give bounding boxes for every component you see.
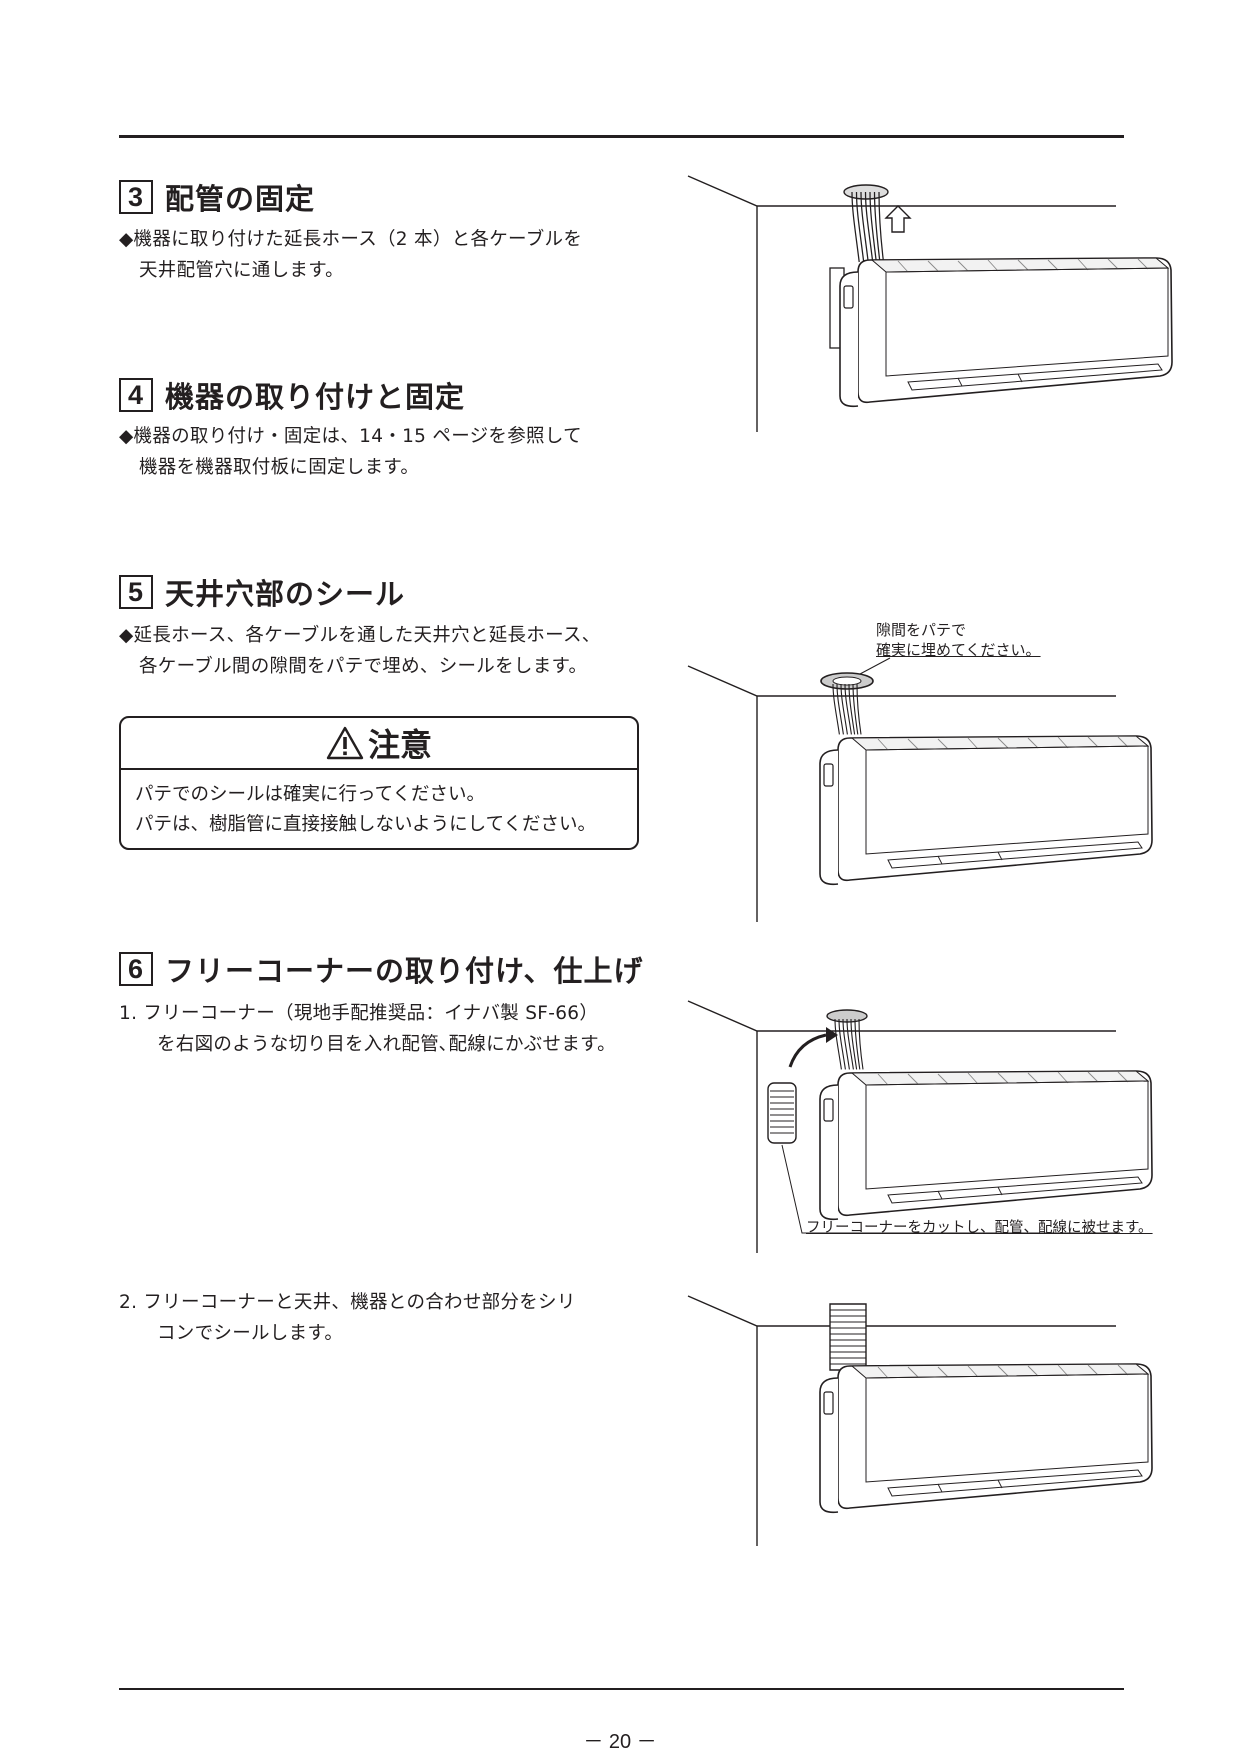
section-5-title: 5 天井穴部のシール: [119, 571, 405, 613]
paragraph-line: 機器を機器取付板に固定します。: [139, 457, 420, 478]
bottom-rule: [119, 1688, 1124, 1690]
section-3-title: 3 配管の固定: [119, 176, 315, 218]
callout-line: フリーコーナーをカットし、配管、配線に被せます。: [806, 1220, 1153, 1236]
caution-title: 注意: [367, 726, 432, 764]
paragraph-line: 1. フリーコーナー（現地手配推奨品：イナバ製 SF-66）: [119, 1003, 599, 1024]
section-title-text: 機器の取り付けと固定: [165, 380, 466, 414]
section-title-text: 天井穴部のシール: [165, 577, 406, 611]
section-4-text: ◆機器の取り付け・固定は、14・15 ページを参照して 機器を機器取付板に固定し…: [119, 421, 659, 483]
figure-putty-seal: [687, 657, 1153, 922]
paragraph-line: 天井配管穴に通します。: [139, 260, 344, 281]
caution-line: パテでのシールは確実に行ってください。: [135, 784, 486, 805]
section-number-box: 4: [119, 378, 153, 412]
page-number: － 20 －: [583, 1731, 657, 1753]
paragraph-line: ◆延長ホース、各ケーブルを通した天井穴と延長ホース、: [119, 625, 601, 646]
caution-line: パテは、樹脂管に直接接触しないようにしてください。: [135, 814, 597, 835]
caution-box: 注意 パテでのシールは確実に行ってください。 パテは、樹脂管に直接接触しないよう…: [119, 716, 639, 850]
paragraph-line: ◆機器の取り付け・固定は、14・15 ページを参照して: [119, 426, 582, 447]
paragraph-line: ◆機器に取り付けた延長ホース（2 本）と各ケーブルを: [119, 229, 583, 250]
figure-free-corner-cut: [687, 1000, 1153, 1253]
paragraph-line: コンでシールします。: [157, 1323, 344, 1344]
section-number-box: 6: [119, 952, 153, 986]
section-6-step-1: 1. フリーコーナー（現地手配推奨品：イナバ製 SF-66） を右図のような切り…: [119, 998, 659, 1060]
section-title-text: フリーコーナーの取り付け、仕上げ: [165, 954, 644, 988]
section-4-title: 4 機器の取り付けと固定: [119, 374, 465, 416]
section-number-box: 5: [119, 575, 153, 609]
section-title-text: 配管の固定: [165, 182, 316, 216]
warning-triangle-icon: [326, 726, 364, 760]
section-5-text: ◆延長ホース、各ケーブルを通した天井穴と延長ホース、 各ケーブル間の隙間をパテで…: [119, 620, 659, 682]
caution-body: パテでのシールは確実に行ってください。 パテは、樹脂管に直接接触しないようにして…: [121, 770, 637, 840]
paragraph-line: 2. フリーコーナーと天井、機器との合わせ部分をシリ: [119, 1292, 576, 1313]
section-6-step-2: 2. フリーコーナーと天井、機器との合わせ部分をシリ コンでシールします。: [119, 1287, 659, 1349]
top-rule: [119, 135, 1124, 138]
caution-header: 注意: [121, 718, 637, 770]
figure-finished-install: [687, 1295, 1153, 1546]
section-number-box: 3: [119, 180, 153, 214]
section-3-text: ◆機器に取り付けた延長ホース（2 本）と各ケーブルを 天井配管穴に通します。: [119, 224, 659, 286]
figure-3-callout: フリーコーナーをカットし、配管、配線に被せます。: [806, 1218, 1153, 1238]
free-corner-installed: [829, 1303, 867, 1371]
section-6-title: 6 フリーコーナーの取り付け、仕上げ: [119, 948, 644, 990]
paragraph-line: 各ケーブル間の隙間をパテで埋め、シールをします。: [139, 656, 588, 677]
free-corner-part: [767, 1082, 797, 1144]
callout-line: 確実に埋めてください。: [876, 641, 1041, 659]
callout-line: 隙間をパテで: [876, 621, 967, 639]
paragraph-line: を右図のような切り目を入れ配管､配線にかぶせます。: [157, 1034, 616, 1055]
figure-pipe-through-ceiling: [687, 175, 1173, 432]
figure-2-callout: 隙間をパテで 確実に埋めてください。: [876, 620, 1041, 660]
